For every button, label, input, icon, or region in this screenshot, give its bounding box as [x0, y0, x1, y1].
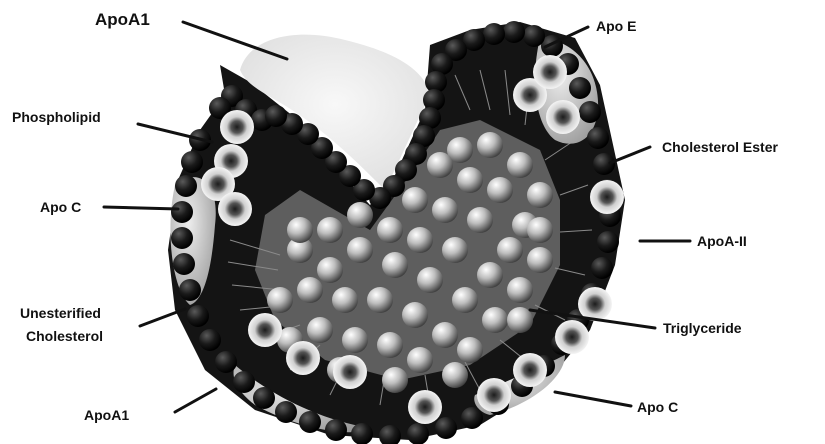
- core-lipid-sphere: [417, 267, 443, 293]
- shell-bead: [597, 231, 619, 253]
- shell-bead: [299, 411, 321, 433]
- core-lipid-sphere: [347, 237, 373, 263]
- core-lipid-sphere: [367, 287, 393, 313]
- shell-bead: [199, 329, 221, 351]
- label-phospholipid: Phospholipid: [12, 109, 101, 125]
- core-lipid-sphere: [457, 337, 483, 363]
- core-lipid-sphere: [407, 227, 433, 253]
- shell-bead: [215, 351, 237, 373]
- cholesterol-sphere: [477, 378, 511, 412]
- core-lipid-sphere: [287, 217, 313, 243]
- label-apo-c-bottom: Apo C: [637, 399, 678, 415]
- core-lipid-sphere: [487, 177, 513, 203]
- core-lipid-sphere: [382, 367, 408, 393]
- cholesterol-sphere: [248, 313, 282, 347]
- leader-apo-c-left: [104, 207, 178, 209]
- shell-bead: [461, 407, 483, 429]
- label-triglyceride: Triglyceride: [663, 320, 742, 336]
- core-lipid-sphere: [482, 307, 508, 333]
- core-lipid-sphere: [497, 237, 523, 263]
- shell-bead: [233, 371, 255, 393]
- core-lipid-sphere: [432, 197, 458, 223]
- cholesterol-sphere: [408, 390, 442, 424]
- leader-cholesterol-ester: [610, 147, 650, 163]
- shell-bead: [435, 417, 457, 439]
- label-apoa1-top: ApoA1: [95, 10, 150, 29]
- shell-bead: [587, 127, 609, 149]
- shell-bead: [593, 153, 615, 175]
- cholesterol-sphere: [533, 55, 567, 89]
- core-lipid-sphere: [457, 167, 483, 193]
- shell-bead: [591, 257, 613, 279]
- core-lipid-sphere: [477, 132, 503, 158]
- shell-bead: [265, 105, 287, 127]
- core-lipid-sphere: [467, 207, 493, 233]
- core-lipid-sphere: [377, 332, 403, 358]
- shell-bead: [175, 175, 197, 197]
- core-lipid-sphere: [347, 202, 373, 228]
- core-lipid-sphere: [407, 347, 433, 373]
- core-lipid-sphere: [402, 302, 428, 328]
- shell-bead: [253, 387, 275, 409]
- core-lipid-sphere: [332, 287, 358, 313]
- cholesterol-sphere: [513, 353, 547, 387]
- label-apo-e: Apo E: [596, 18, 636, 34]
- cholesterol-sphere: [578, 287, 612, 321]
- core-lipid-sphere: [527, 217, 553, 243]
- core-lipid-sphere: [507, 277, 533, 303]
- label-apoa1-bottom: ApoA1: [84, 407, 129, 423]
- shell-bead: [483, 23, 505, 45]
- cholesterol-sphere: [218, 192, 252, 226]
- core-lipid-sphere: [507, 152, 533, 178]
- shell-bead: [407, 423, 429, 444]
- shell-bead: [503, 21, 525, 43]
- shell-bead: [325, 419, 347, 441]
- cholesterol-sphere: [220, 110, 254, 144]
- core-lipid-sphere: [317, 257, 343, 283]
- leader-apoa1-bottom: [175, 389, 216, 412]
- shell-bead: [579, 101, 601, 123]
- label-unesterified-line2: Cholesterol: [26, 328, 103, 344]
- core-lipid-sphere: [477, 262, 503, 288]
- shell-bead: [351, 423, 373, 444]
- core-lipid-sphere: [527, 182, 553, 208]
- core-lipid-sphere: [442, 362, 468, 388]
- core-lipid-sphere: [297, 277, 323, 303]
- cholesterol-sphere: [333, 355, 367, 389]
- core-lipid-sphere: [382, 252, 408, 278]
- label-unesterified-line1: Unesterified: [20, 305, 101, 321]
- label-cholesterol-ester: Cholesterol Ester: [662, 139, 778, 155]
- core-lipid-sphere: [342, 327, 368, 353]
- shell-bead: [187, 305, 209, 327]
- cholesterol-sphere: [590, 180, 624, 214]
- shell-bead: [181, 151, 203, 173]
- cholesterol-sphere: [286, 341, 320, 375]
- leader-apo-c-bottom: [555, 392, 631, 406]
- label-apoa-ii: ApoA-II: [697, 233, 747, 249]
- shell-bead: [275, 401, 297, 423]
- core-lipid-sphere: [317, 217, 343, 243]
- core-lipid-sphere: [427, 152, 453, 178]
- shell-bead: [523, 25, 545, 47]
- shell-bead: [179, 279, 201, 301]
- shell-bead: [171, 201, 193, 223]
- shell-bead: [569, 77, 591, 99]
- core-lipid-sphere: [527, 247, 553, 273]
- leader-unesterified: [140, 309, 185, 326]
- core-lipid-sphere: [432, 322, 458, 348]
- core-lipid-sphere: [377, 217, 403, 243]
- shell-bead: [173, 253, 195, 275]
- core-lipid-sphere: [402, 187, 428, 213]
- cholesterol-sphere: [546, 100, 580, 134]
- label-apo-c-left: Apo C: [40, 199, 81, 215]
- core-lipid-sphere: [307, 317, 333, 343]
- shell-bead: [171, 227, 193, 249]
- cholesterol-sphere: [555, 320, 589, 354]
- core-lipid-sphere: [442, 237, 468, 263]
- core-lipid-sphere: [267, 287, 293, 313]
- core-lipid-sphere: [452, 287, 478, 313]
